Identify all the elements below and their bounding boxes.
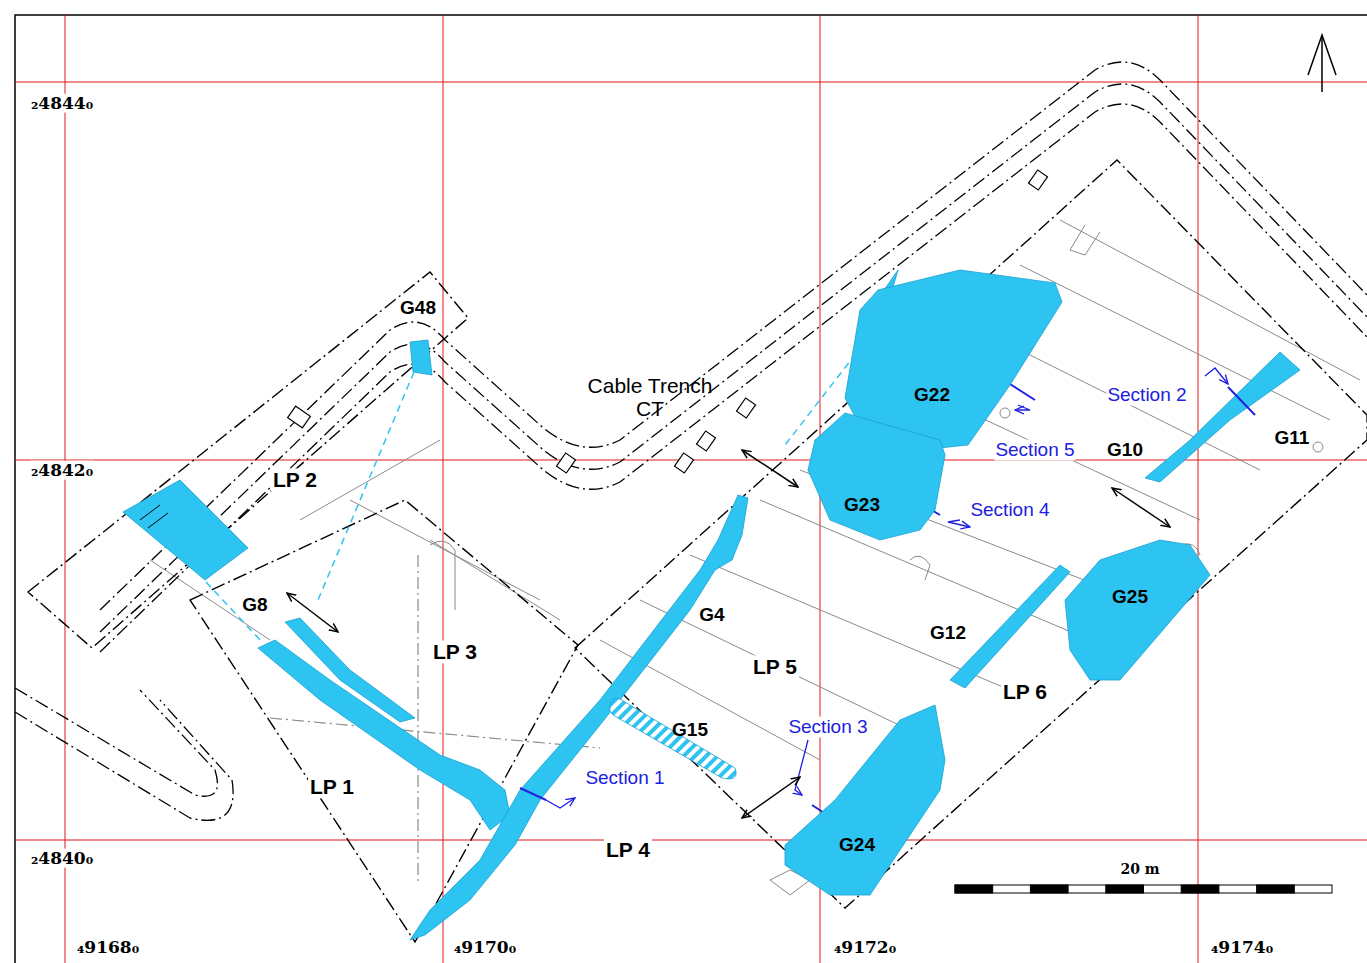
strip-bars	[140, 505, 168, 528]
area-label: LP 4	[604, 838, 652, 861]
feature-label: G8	[242, 595, 267, 616]
feature-label: G25	[1112, 586, 1148, 608]
feature-label: G24	[839, 834, 875, 856]
feature-shape	[785, 705, 945, 895]
grid-coordinate: ₄9168₀	[76, 938, 140, 957]
trench-label: Cable Trench CT	[583, 374, 718, 420]
feature-outline	[800, 405, 955, 545]
feature-label: G10	[1107, 440, 1143, 461]
projection-lines	[206, 325, 878, 642]
scale-label: 20 m	[1120, 862, 1159, 877]
feature-label: G12	[930, 623, 966, 644]
cable-trench	[15, 62, 1367, 820]
feature-outlines	[150, 220, 1360, 895]
grid-coordinate: ₄9174₀	[1210, 938, 1274, 957]
section-label: Section 4	[969, 500, 1050, 521]
feature-label: G22	[914, 384, 950, 406]
area-label: LP 3	[431, 640, 479, 663]
section-label: Section 2	[1106, 385, 1187, 406]
area-label: LP 1	[308, 775, 356, 798]
feature-label: G4	[699, 605, 724, 626]
feature-label: G15	[672, 720, 708, 741]
grid-coordinate: ₄9170₀	[453, 938, 517, 957]
feature-label: G48	[400, 298, 436, 319]
grid-coordinate: ₂4840₀	[30, 849, 94, 868]
section-label: Section 3	[787, 717, 868, 738]
feature-shape	[1065, 540, 1210, 680]
feature-outline	[1060, 535, 1215, 685]
feature-shape	[808, 413, 945, 540]
grid-coordinate: ₂4842₀	[30, 461, 94, 480]
frame	[15, 15, 1367, 963]
section-label: Section 1	[584, 768, 665, 789]
cut-feature: G23	[800, 405, 955, 545]
excavation-boundary	[28, 160, 1367, 942]
area-label: LP 2	[271, 468, 319, 491]
section-label: Section 5	[994, 440, 1075, 461]
cut-features	[123, 270, 1300, 940]
double-arrows	[287, 450, 1170, 818]
grid-coordinate: ₄9172₀	[833, 938, 897, 957]
north-arrow	[1308, 35, 1336, 92]
scale-bar	[955, 885, 1332, 893]
cut-feature: G25	[1060, 535, 1215, 685]
feature-label: G11	[1275, 428, 1310, 449]
area-label: LP 5	[751, 655, 799, 678]
trench-dividers	[270, 555, 600, 885]
grid	[15, 15, 1367, 963]
grid-coordinate: ₂4844₀	[30, 94, 94, 113]
area-label: LP 6	[1001, 680, 1049, 703]
feature-label: G23	[844, 494, 880, 516]
